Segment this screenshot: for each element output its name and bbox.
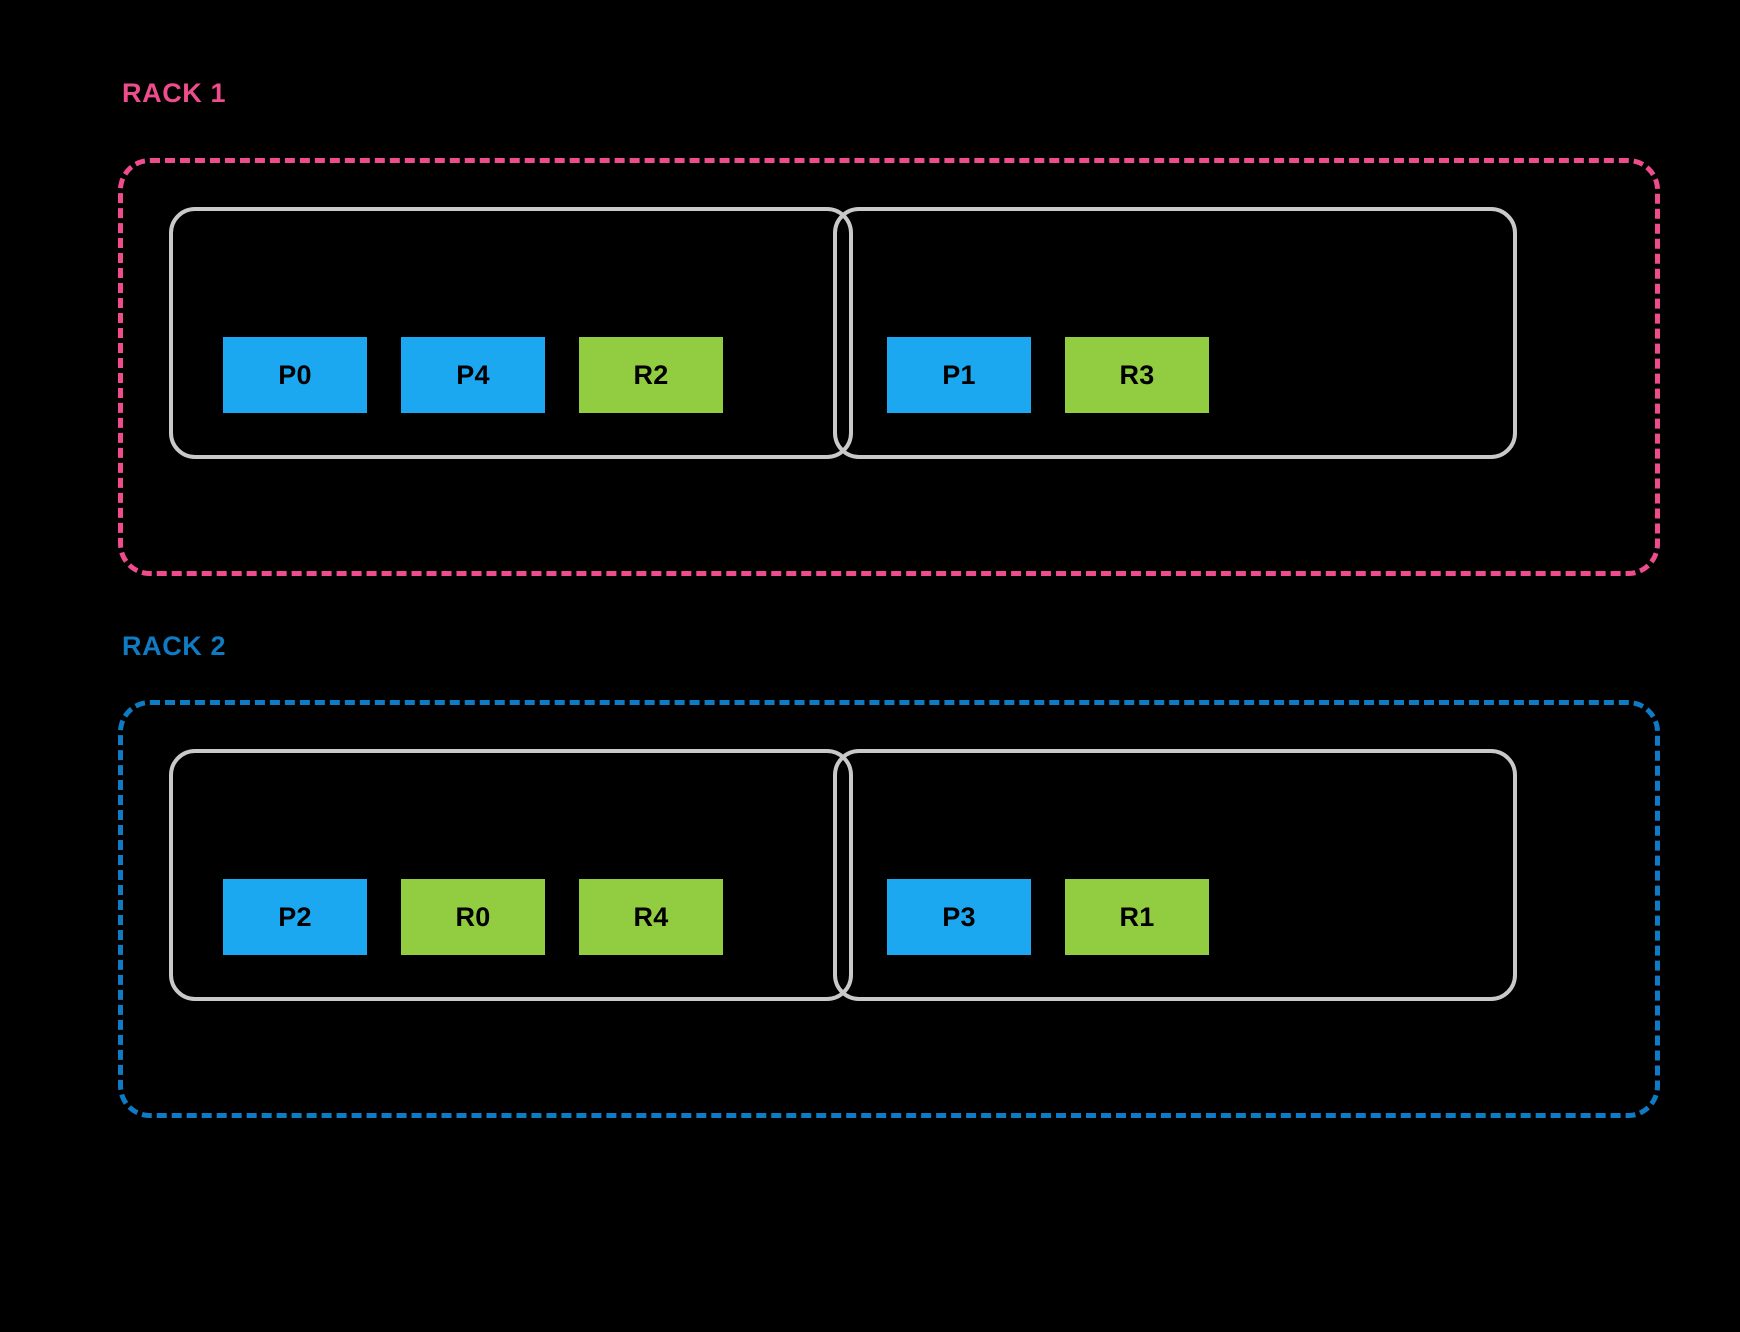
- node-r0[interactable]: R0: [401, 879, 545, 955]
- node-r4[interactable]: R4: [579, 879, 723, 955]
- rack1-host-left: P0 P4 R2: [169, 207, 853, 459]
- node-p0[interactable]: P0: [223, 337, 367, 413]
- rack1-host-right-nodes: P1 R3: [887, 337, 1209, 413]
- rack-label-1: RACK 1: [122, 78, 227, 108]
- rack2-host-left: P2 R0 R4: [169, 749, 853, 1001]
- rack2-host-row: P2 R0 R4 P3 R1: [123, 705, 1655, 1113]
- rack-label-2: RACK 2: [122, 631, 227, 661]
- node-r1[interactable]: R1: [1065, 879, 1209, 955]
- rack1-host-left-nodes: P0 P4 R2: [223, 337, 723, 413]
- node-p3[interactable]: P3: [887, 879, 1031, 955]
- rack2-host-right: P3 R1: [833, 749, 1517, 1001]
- rack1-host-right: P1 R3: [833, 207, 1517, 459]
- rack2-host-left-nodes: P2 R0 R4: [223, 879, 723, 955]
- node-r3[interactable]: R3: [1065, 337, 1209, 413]
- rack-container-2: P2 R0 R4 P3 R1: [118, 700, 1660, 1118]
- node-r2[interactable]: R2: [579, 337, 723, 413]
- rack-container-1: P0 P4 R2 P1 R3: [118, 158, 1660, 576]
- rack1-host-row: P0 P4 R2 P1 R3: [123, 163, 1655, 571]
- node-p2[interactable]: P2: [223, 879, 367, 955]
- node-p1[interactable]: P1: [887, 337, 1031, 413]
- rack2-host-right-nodes: P3 R1: [887, 879, 1209, 955]
- node-p4[interactable]: P4: [401, 337, 545, 413]
